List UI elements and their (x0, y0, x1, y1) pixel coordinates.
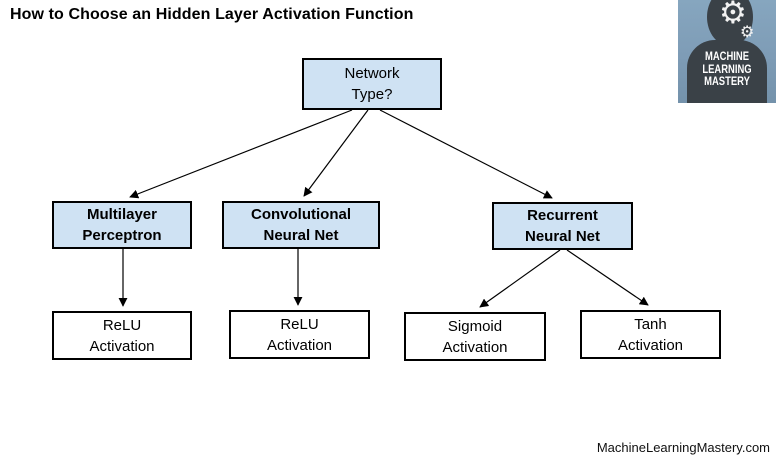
gear-icon-small: ⚙ (740, 24, 755, 41)
page-title: How to Choose an Hidden Layer Activation… (10, 6, 414, 23)
arrow-rnn-to-sigmoid (479, 249, 561, 308)
arrow-root-to-rnn (379, 109, 553, 199)
silhouette-body (687, 40, 767, 103)
node-convolutional-neural-net: Convolutional Neural Net (222, 201, 380, 249)
node-relu-activation-1: ReLU Activation (52, 311, 192, 360)
node-recurrent-neural-net: Recurrent Neural Net (492, 202, 633, 250)
arrow-rnn-to-tanh (566, 249, 649, 306)
arrow-root-to-cnn (303, 109, 369, 197)
silhouette-head (707, 0, 753, 46)
node-multilayer-perceptron: Multilayer Perceptron (52, 201, 192, 249)
node-network-type: Network Type? (302, 58, 442, 110)
node-relu-activation-2: ReLU Activation (229, 310, 370, 359)
arrow-root-to-mlp (129, 109, 353, 199)
logo-text: MACHINE LEARNING MASTERY (702, 51, 752, 89)
gear-icon: ⚙ (719, 0, 747, 30)
node-sigmoid-activation: Sigmoid Activation (404, 312, 546, 361)
node-tanh-activation: Tanh Activation (580, 310, 721, 359)
mlm-logo: ⚙ ⚙ MACHINE LEARNING MASTERY (678, 0, 776, 103)
watermark: MachineLearningMastery.com (596, 440, 770, 455)
